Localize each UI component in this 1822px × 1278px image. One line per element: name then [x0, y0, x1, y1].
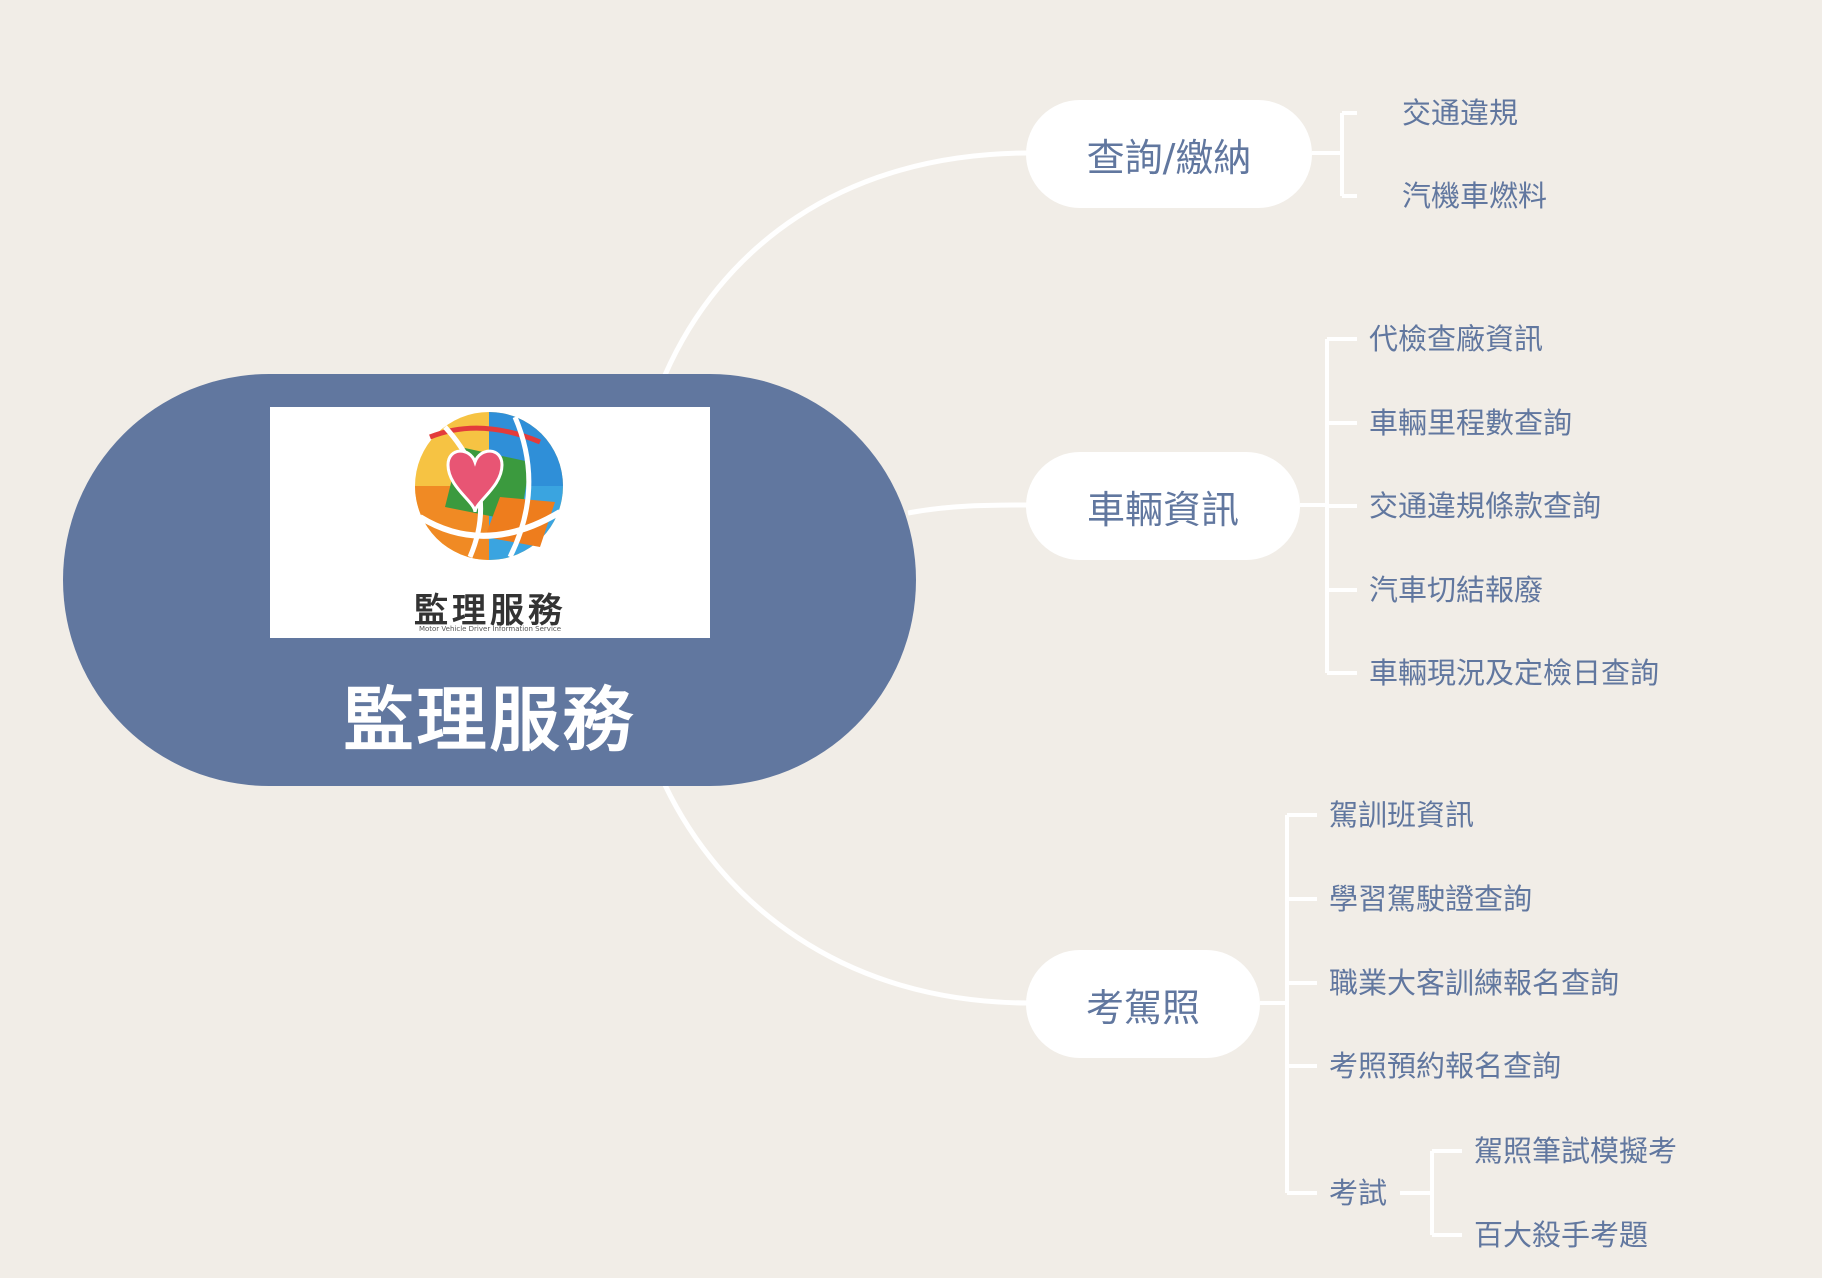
leaf-top-killer-questions[interactable]: 百大殺手考題: [1474, 1218, 1649, 1252]
leaf-traffic-violation[interactable]: 交通違規: [1402, 96, 1519, 130]
leaf-driving-school-info[interactable]: 駕訓班資訊: [1329, 798, 1475, 832]
branch-node-driver-license[interactable]: 考駕照: [1026, 950, 1260, 1058]
leaf-car-scrap[interactable]: 汽車切結報廢: [1369, 573, 1544, 607]
root-title: 監理服務: [343, 679, 636, 761]
leaf-bus-training-registration[interactable]: 職業大客訓練報名查詢: [1329, 966, 1620, 1000]
service-logo: 監理服務 Motor Vehicle Driver Information Se…: [270, 407, 710, 638]
globe-heart-icon: [415, 412, 563, 560]
branch-label: 考駕照: [1085, 985, 1200, 1030]
logo-text: 監理服務: [414, 591, 566, 631]
leaf-inspection-station-info[interactable]: 代檢查廠資訊: [1369, 322, 1544, 356]
leaf-learner-permit[interactable]: 學習駕駛證查詢: [1329, 882, 1533, 916]
branch-label: 查詢/繳納: [1086, 135, 1252, 180]
leaf-written-mock-exam[interactable]: 駕照筆試模擬考: [1474, 1134, 1678, 1168]
branch-node-inquiry-payment[interactable]: 查詢/繳納: [1026, 100, 1312, 208]
leaf-violation-clauses[interactable]: 交通違規條款查詢: [1369, 489, 1602, 523]
leaf-exam-booking[interactable]: 考照預約報名查詢: [1329, 1049, 1562, 1083]
logo-subtitle: Motor Vehicle Driver Information Service: [418, 625, 562, 633]
leaf-vehicle-fuel[interactable]: 汽機車燃料: [1402, 179, 1548, 213]
root-node[interactable]: 監理服務 Motor Vehicle Driver Information Se…: [63, 374, 916, 786]
leaf-vehicle-status[interactable]: 車輛現況及定檢日查詢: [1369, 656, 1660, 690]
leaf-exam[interactable]: 考試: [1329, 1176, 1388, 1210]
leaf-vehicle-mileage[interactable]: 車輛里程數查詢: [1369, 406, 1573, 440]
branch-node-vehicle-info[interactable]: 車輛資訊: [1026, 452, 1300, 560]
branch-label: 車輛資訊: [1086, 487, 1239, 532]
